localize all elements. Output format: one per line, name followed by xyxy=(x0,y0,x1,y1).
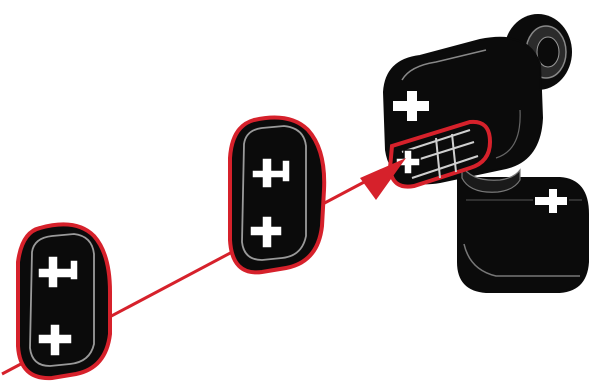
beam-part-b xyxy=(230,118,324,273)
beam-part-a xyxy=(18,224,110,378)
motor-assembly xyxy=(384,14,588,292)
